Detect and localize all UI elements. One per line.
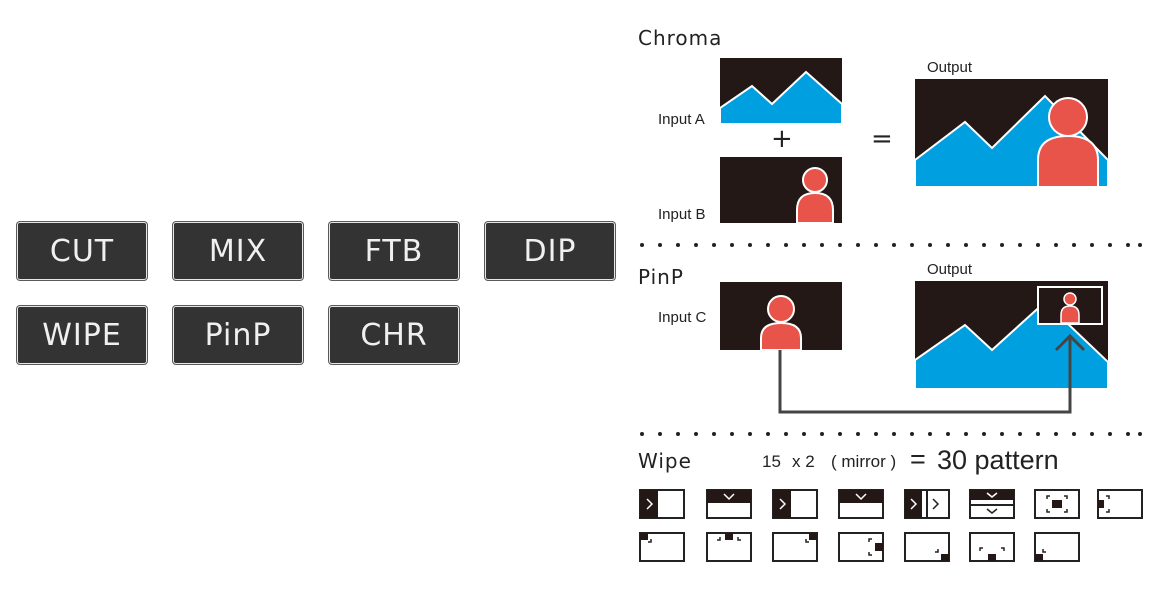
wipe-pattern-icon xyxy=(706,489,752,519)
chroma-input-b-screen xyxy=(720,157,842,224)
equals-sign: = xyxy=(871,124,893,154)
wipe-pattern-count: 15 xyxy=(762,452,781,471)
wipe-pattern-icon xyxy=(639,532,685,562)
wipe-mirror-note: ( mirror ) xyxy=(831,452,897,471)
mix-button[interactable]: MIX xyxy=(173,222,303,280)
wipe-pattern-icon xyxy=(1097,489,1143,519)
pinp-arrow xyxy=(778,333,1086,414)
wipe-button[interactable]: WIPE xyxy=(17,306,147,364)
wipe-pattern-icon xyxy=(904,489,950,519)
wipe-multiplier: x 2 xyxy=(792,452,815,471)
wipe-equals: = xyxy=(910,444,926,474)
wipe-pattern-icon xyxy=(706,532,752,562)
pinp-button[interactable]: PinP xyxy=(173,306,303,364)
chroma-output-screen xyxy=(914,79,1109,188)
wipe-pattern-icon xyxy=(904,532,950,562)
input-b-label: Input B xyxy=(658,206,706,223)
wipe-pattern-icon xyxy=(1034,489,1080,519)
separator-dots-bottom xyxy=(640,432,1142,436)
wipe-pattern-icon xyxy=(969,489,1015,519)
chroma-output-label: Output xyxy=(927,59,973,76)
wipe-pattern-icon xyxy=(772,489,818,519)
pinp-title: PinP xyxy=(638,265,684,289)
wipe-pattern-icon xyxy=(639,489,685,519)
dip-button[interactable]: DIP xyxy=(485,222,615,280)
chr-button[interactable]: CHR xyxy=(329,306,459,364)
pinp-input-c-screen xyxy=(720,282,842,351)
ftb-button[interactable]: FTB xyxy=(329,222,459,280)
input-a-label: Input A xyxy=(658,111,705,128)
separator-dots-top xyxy=(640,243,1142,247)
wipe-pattern-icon xyxy=(969,532,1015,562)
pinp-output-label: Output xyxy=(927,261,973,278)
wipe-title: Wipe xyxy=(638,449,692,473)
wipe-pattern-icon xyxy=(772,532,818,562)
wipe-pattern-icon xyxy=(1034,532,1080,562)
wipe-pattern-icon xyxy=(838,489,884,519)
cut-button[interactable]: CUT xyxy=(17,222,147,280)
input-c-label: Input C xyxy=(658,309,707,326)
pinp-output-screen xyxy=(914,281,1109,390)
chroma-title: Chroma xyxy=(638,26,723,50)
wipe-pattern-icon xyxy=(838,532,884,562)
wipe-total: 30 pattern xyxy=(937,445,1059,475)
chroma-input-a-screen xyxy=(719,58,843,125)
plus-sign: + xyxy=(771,124,793,154)
